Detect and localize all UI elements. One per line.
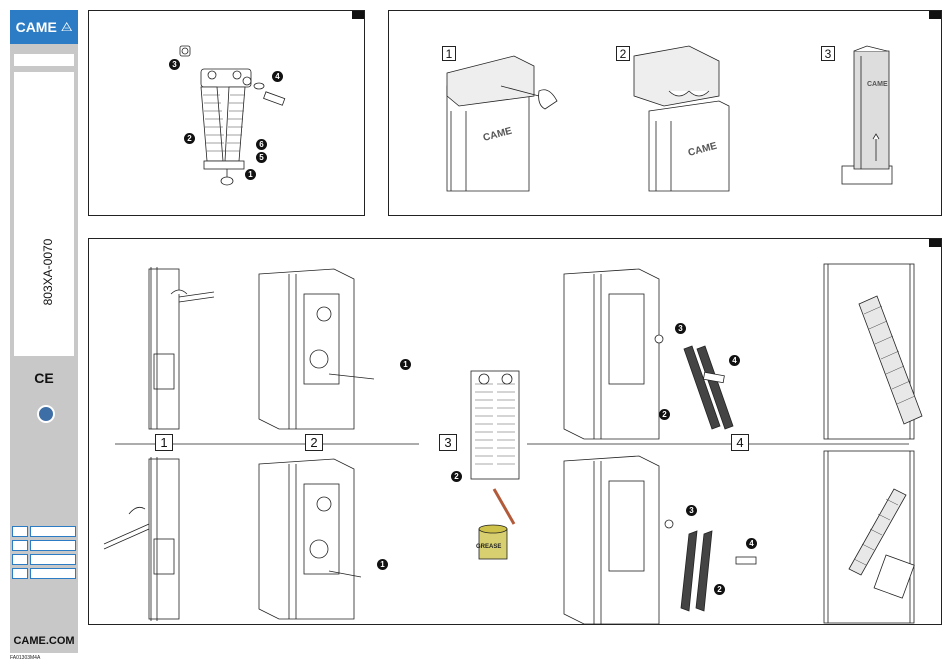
blank-field	[14, 54, 74, 66]
step-1-label: 1	[155, 434, 173, 451]
callout-3: 3	[686, 505, 697, 516]
spring-replacement-drawing	[89, 239, 943, 626]
language-row	[12, 526, 76, 537]
came-logo: CAME ⨺	[10, 10, 78, 44]
cover-removal-drawing: CAME CAME CAME	[389, 11, 943, 217]
doc-code-area: 803XA-0070	[14, 72, 74, 356]
callout-2: 2	[184, 133, 195, 144]
callout-6: 6	[256, 139, 267, 150]
spring-exploded-drawing	[89, 11, 366, 217]
language-row	[12, 540, 76, 551]
website[interactable]: CAME.COM	[10, 629, 78, 653]
panel-cover-removal: 1 2 3 CAME CAME CAME	[388, 10, 942, 216]
sidebar: CAME ⨺ 803XA-0070 CE CAME.COM	[10, 10, 78, 653]
doc-code: 803XA-0070	[41, 239, 55, 306]
callout-3: 3	[169, 59, 180, 70]
step-2-label: 2	[305, 434, 323, 451]
callout-4: 4	[729, 355, 740, 366]
callout-5: 5	[256, 152, 267, 163]
language-row	[12, 568, 76, 579]
language-boxes	[12, 526, 76, 582]
panel-spring-replacement: 1 2 3 4 1 1 2 3 4 2 3 4 2 GREASE	[88, 238, 942, 625]
language-row	[12, 554, 76, 565]
doc-reference: FA01303M4A	[10, 655, 40, 661]
callout-1: 1	[377, 559, 388, 570]
certification-icon	[37, 405, 55, 423]
callout-4: 4	[746, 538, 757, 549]
brand-text: CAME	[16, 19, 57, 35]
step-4-label: 4	[731, 434, 749, 451]
callout-1: 1	[400, 359, 411, 370]
came-bracket-icon: ⨺	[61, 19, 73, 35]
callout-2: 2	[451, 471, 462, 482]
panel-spring-parts: 3 4 2 6 5 1	[88, 10, 365, 216]
callout-2: 2	[714, 584, 725, 595]
ce-mark: CE	[10, 370, 78, 386]
callout-1: 1	[245, 169, 256, 180]
grease-can-label: GREASE	[476, 544, 501, 550]
callout-2: 2	[659, 409, 670, 420]
svg-text:CAME: CAME	[867, 81, 888, 88]
callout-4: 4	[272, 71, 283, 82]
callout-3: 3	[675, 323, 686, 334]
step-3-label: 3	[439, 434, 457, 451]
